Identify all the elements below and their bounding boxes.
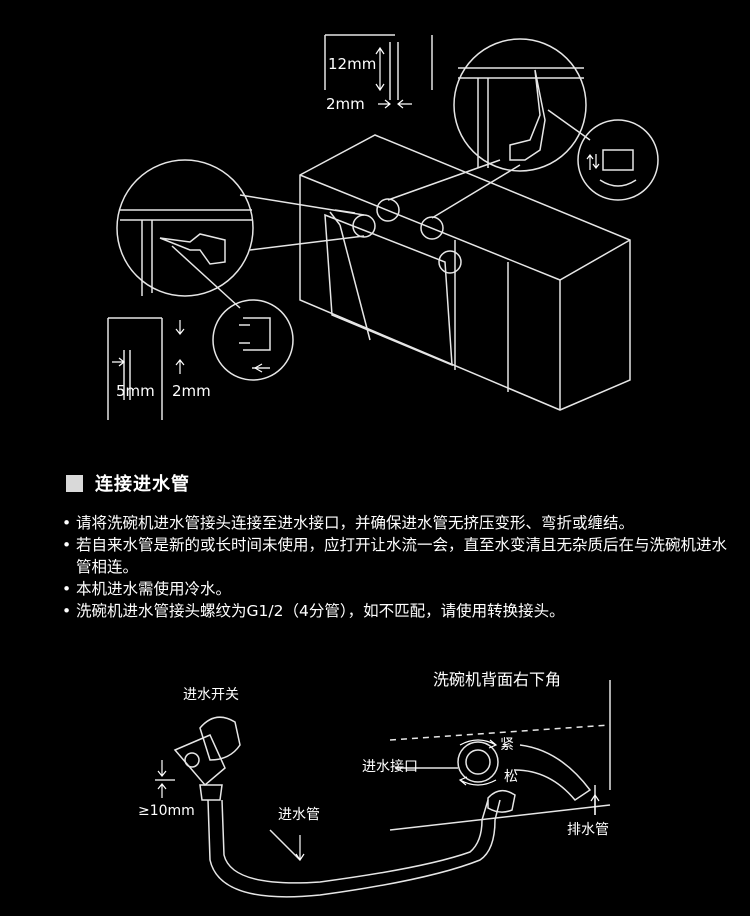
detail-point-1 (376, 198, 400, 222)
detail-circle-clip-right (577, 119, 659, 201)
list-item: 本机进水需使用冷水。 (62, 578, 732, 600)
dishwasher-door (324, 213, 453, 367)
detail-point-3 (352, 214, 376, 238)
section-heading: 连接进水管 (66, 470, 190, 496)
detail-point-4 (438, 250, 462, 274)
drain-label: 排水管 (567, 822, 609, 838)
hose-label: 进水管 (278, 807, 320, 823)
heading-square-icon (66, 474, 83, 492)
inlet-label: 进水接口 (362, 759, 418, 775)
inlet-connector (457, 741, 499, 783)
list-item: 请将洗碗机进水管接头连接至进水接口，并确保进水管无挤压变形、弯折或缠结。 (62, 512, 732, 534)
list-item: 洗碗机进水管接头螺纹为G1/2（4分管），如不匹配，请使用转换接头。 (62, 600, 732, 622)
loose-label: 松 (504, 769, 518, 785)
detail-point-2 (420, 216, 444, 240)
detail-circle-right (453, 38, 587, 172)
valve-label: 进水开关 (183, 687, 239, 703)
distance-label: ≥10mm (138, 803, 195, 819)
water-tap (199, 716, 241, 761)
instruction-list: 请将洗碗机进水管接头连接至进水接口，并确保进水管无挤压变形、弯折或缠结。 若自来… (62, 512, 732, 622)
drill-left (159, 233, 226, 265)
dim-2mm-top-label: 2mm (326, 95, 365, 113)
drill-right (509, 69, 546, 161)
dim-12mm-label: 12mm (328, 55, 377, 73)
dim-2mm-left-label: 2mm (172, 382, 211, 400)
installation-diagram (107, 34, 659, 420)
detail-circle-clip-left (212, 299, 294, 381)
tight-label: 紧 (500, 737, 514, 753)
detail-circle-left (116, 159, 254, 297)
drain-hose (514, 744, 592, 801)
cabinet-outline (299, 134, 631, 411)
inlet-hose (207, 799, 501, 898)
dishwasher-corner-label: 洗碗机背面右下角 (433, 670, 562, 689)
list-item: 若自来水管是新的或长时间未使用，应打开让水流一会，直至水变清且无杂质后在与洗碗机… (62, 534, 732, 578)
dim-5mm-label: 5mm (116, 382, 155, 400)
section-title: 连接进水管 (95, 474, 190, 495)
